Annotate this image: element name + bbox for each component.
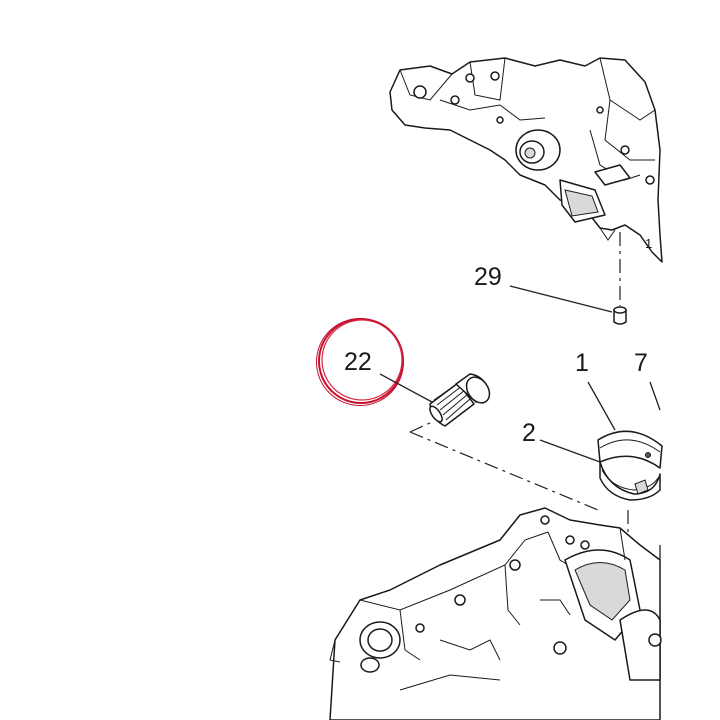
leader-line-2 xyxy=(539,439,601,463)
highlight-circle xyxy=(316,318,404,406)
callout-22: 22 xyxy=(344,348,372,376)
callout-7: 7 xyxy=(634,349,648,377)
assembly-line-22-b xyxy=(409,431,599,511)
callout-1: 1 xyxy=(575,349,589,377)
threaded-plug-22 xyxy=(429,373,491,427)
bearing-shell-lower xyxy=(599,461,661,501)
leader-line-22 xyxy=(379,373,433,403)
crankcase-lower xyxy=(329,507,662,720)
bearing-shell-upper xyxy=(597,430,663,469)
engine-block-upper xyxy=(389,57,663,263)
leader-line-7 xyxy=(649,381,661,411)
callout-29: 29 xyxy=(474,263,502,291)
leader-line-1 xyxy=(587,381,616,431)
callout-1-small: 1 xyxy=(645,236,652,251)
leader-line-29 xyxy=(509,285,613,313)
assembly-line-22 xyxy=(409,421,433,433)
callout-2: 2 xyxy=(522,419,536,447)
dowel-pin-29 xyxy=(613,232,627,325)
